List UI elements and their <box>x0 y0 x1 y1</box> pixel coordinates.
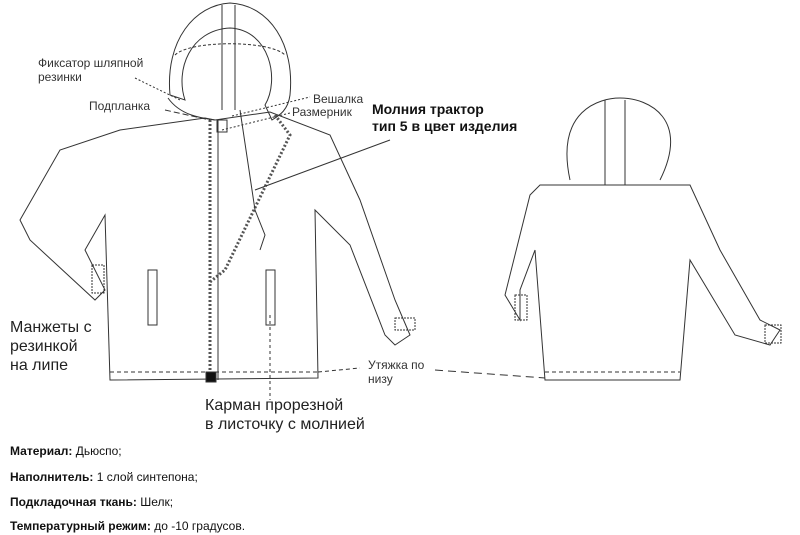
label-line: Манжеты с <box>10 319 92 336</box>
right-cuff <box>394 317 416 331</box>
front-panel-seam <box>239 109 266 251</box>
jacket-body-outline <box>19 111 411 381</box>
spec-temperature: Температурный режим: до -10 градусов. <box>10 519 245 533</box>
back-hood-center-panel <box>604 100 626 185</box>
label-size-tag: Размерник <box>292 105 352 119</box>
label-line: Утяжка по <box>368 358 425 372</box>
label-placket: Подпланка <box>89 99 151 113</box>
back-body-outline <box>504 184 781 381</box>
diagonal-zipper <box>209 114 292 284</box>
spec-value: Дьюспо; <box>75 444 122 458</box>
spec-value: 1 слой синтепона; <box>96 470 198 484</box>
back-right-cuff <box>764 324 782 344</box>
leader-line-hem-drawstring <box>317 367 361 373</box>
label-line: низу <box>368 372 393 386</box>
back-left-cuff <box>514 294 528 321</box>
label-hem-drawstring: Утяжка по низу <box>368 358 424 386</box>
label-line: Молния трактор <box>372 101 484 117</box>
leader-line-zipper <box>254 139 391 191</box>
label-cuffs: Манжеты с резинкой на липе <box>10 318 92 375</box>
right-pocket <box>265 269 276 326</box>
spec-key: Температурный режим: <box>10 519 151 533</box>
label-zipper: Молния трактор тип 5 в цвет изделия <box>372 101 517 135</box>
label-hat-elastic-lock: Фиксатор шляпной резинки <box>38 56 143 84</box>
label-line: в листочку с молнией <box>205 416 365 433</box>
back-view <box>434 97 782 381</box>
label-line: на липе <box>10 357 69 374</box>
leader-line-hanger <box>231 96 311 117</box>
front-view <box>19 2 416 400</box>
zipper-stop <box>205 371 217 383</box>
size-tag-mark <box>216 119 228 133</box>
spec-lining: Подкладочная ткань: Шелк; <box>10 495 173 509</box>
spec-key: Материал: <box>10 444 73 458</box>
leader-line-placket <box>164 109 211 121</box>
label-line: Карман прорезной <box>205 397 344 414</box>
label-line: резинкой <box>10 338 78 355</box>
label-line: резинки <box>38 70 82 84</box>
hood-seam <box>167 97 216 121</box>
spec-value: Шелк; <box>140 495 174 509</box>
label-hanger: Вешалка <box>313 92 364 106</box>
spec-value: до -10 градусов. <box>154 519 246 533</box>
label-line: тип 5 в цвет изделия <box>372 118 518 134</box>
spec-key: Подкладочная ткань: <box>10 495 137 509</box>
label-line: Фиксатор шляпной <box>38 56 144 70</box>
leader-line-back-hem <box>434 369 546 379</box>
back-hood-outline <box>566 97 672 181</box>
hood-center-panel <box>221 5 236 110</box>
spec-material: Материал: Дьюспо; <box>10 444 122 458</box>
hood-stitching <box>174 43 286 56</box>
left-cuff <box>91 264 105 294</box>
spec-filler: Наполнитель: 1 слой синтепона; <box>10 470 198 484</box>
leader-line-hat-elastic-lock <box>134 77 181 101</box>
hood-outline <box>168 2 292 121</box>
label-pocket: Карман прорезной в листочку с молнией <box>205 396 365 434</box>
left-pocket <box>147 269 158 326</box>
spec-key: Наполнитель: <box>10 470 94 484</box>
